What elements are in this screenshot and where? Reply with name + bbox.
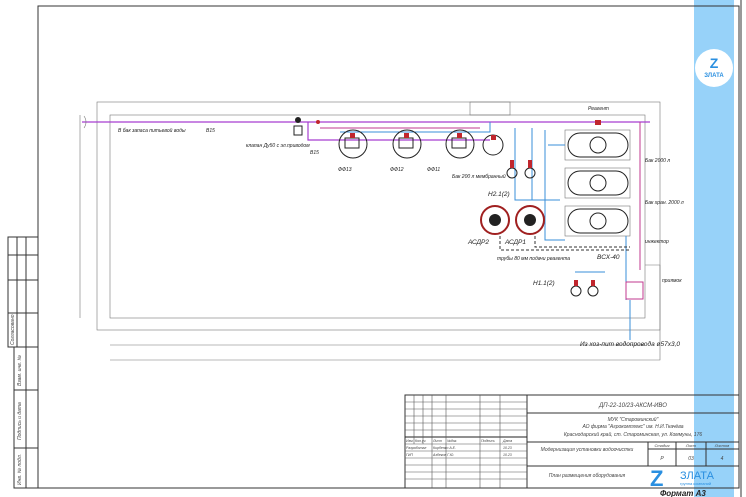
filter-label: ФФ13: [338, 167, 352, 173]
acdr2-label: АСДР2: [467, 239, 489, 246]
svg-text:МУК "Староминский": МУК "Староминский": [608, 416, 659, 423]
svg-text:Листов: Листов: [714, 443, 730, 448]
valve-label: клапан Ду50 с эл.приводом: [246, 143, 310, 149]
building-outline: [96, 101, 661, 331]
svg-text:ЗЛАТА: ЗЛАТА: [680, 470, 715, 482]
storage-tanks-label: Бак хран. 2000 л: [645, 200, 684, 206]
acdr1-label: АСДР1: [504, 239, 526, 246]
side-stamp: Согласовано Взам. инв. № Подпись и дата …: [7, 236, 39, 489]
svg-text:Азбеков Г.Ю.: Азбеков Г.Ю.: [432, 453, 454, 457]
filter-ff13: [338, 129, 368, 159]
svg-text:10.23: 10.23: [503, 446, 512, 450]
filter-ff12: [392, 129, 422, 159]
title-block: Изм. Кол.уч. Лист №док. Подпись Дата Раз…: [404, 394, 740, 491]
svg-text:ЗЛАТА: ЗЛАТА: [704, 73, 724, 79]
svg-text:10.23: 10.23: [503, 453, 512, 457]
svg-text:Дата: Дата: [502, 439, 512, 443]
brand-logo-top: Z ЗЛАТА: [695, 49, 733, 87]
sheet-frame: [37, 5, 740, 489]
svg-text:Подпись и дата: Подпись и дата: [17, 402, 23, 440]
svg-text:Инв. № подл.: Инв. № подл.: [17, 454, 23, 485]
sheet-title: План размещения оборудования: [549, 473, 626, 479]
pipe-label: В15: [310, 150, 319, 156]
tank-label: В бак запаса питьевой воды: [118, 127, 186, 134]
svg-text:группа компаний: группа компаний: [680, 481, 711, 486]
svg-text:Разработал: Разработал: [406, 446, 426, 450]
svg-text:Р: Р: [660, 456, 664, 462]
svg-text:№док.: №док.: [447, 439, 457, 443]
svg-text:Z: Z: [710, 55, 719, 71]
svg-text:Согласовано: Согласовано: [10, 314, 16, 345]
pump-h1-label: Н1.1(2): [533, 280, 555, 287]
svg-text:Изм.: Изм.: [406, 439, 413, 443]
svg-text:4: 4: [721, 456, 724, 462]
filter-ff11: [445, 129, 475, 159]
pump-h2-label: Н2.1(2): [488, 191, 510, 198]
svg-text:Стадия: Стадия: [655, 443, 671, 448]
storage-tanks: [564, 129, 631, 237]
svg-text:Лист: Лист: [685, 443, 697, 448]
vsx-label: ВСХ-40: [597, 254, 620, 261]
format-label: Формат А3: [660, 489, 706, 497]
drain-label: трубы 80 мм подачи реагента: [497, 256, 570, 262]
pit: [625, 281, 644, 300]
svg-text:ГИП: ГИП: [406, 453, 413, 457]
reagent-label: Реагент: [588, 106, 609, 112]
svg-text:АО фирма "Агрокомплекс" им. Н.: АО фирма "Агрокомплекс" им. Н.И.Ткачёва: [582, 424, 684, 430]
filter-label: ФФ12: [390, 167, 404, 173]
brand-logo-bottom: Z ЗЛАТА группа компаний: [650, 466, 715, 491]
drawing-code: ДП-22-10/23-АКСМ-ИВО: [598, 403, 667, 409]
inlet-label: Из хоз-пит водопровода ø57х3,0: [580, 340, 680, 348]
svg-text:Z: Z: [650, 466, 663, 491]
svg-text:Краснодарский край, ст. Старом: Краснодарский край, ст. Староминская, ул…: [564, 431, 702, 438]
svg-text:Кол.уч.: Кол.уч.: [415, 439, 426, 443]
pipe-label: В15: [206, 128, 215, 134]
svg-text:Взам. инв. №: Взам. инв. №: [17, 354, 23, 386]
tank2000-label: Бак 2000 л: [645, 158, 670, 164]
svg-text:Кирбенко А.Е.: Кирбенко А.Е.: [433, 446, 456, 450]
acdr-1: [515, 205, 545, 235]
svg-text:Лист: Лист: [432, 439, 442, 443]
acdr-2: [480, 205, 510, 235]
svg-text:Подпись: Подпись: [481, 439, 495, 443]
svg-text:03: 03: [688, 456, 694, 462]
ejector-label: инжектор: [645, 239, 669, 245]
membrane-label: Бак 200 л мембранный: [452, 173, 506, 180]
svg-text:Модернизация установки водоочи: Модернизация установки водоочистки: [541, 447, 634, 453]
filter-label: ФФ11: [427, 167, 440, 173]
pit-label: приямок: [662, 278, 682, 284]
